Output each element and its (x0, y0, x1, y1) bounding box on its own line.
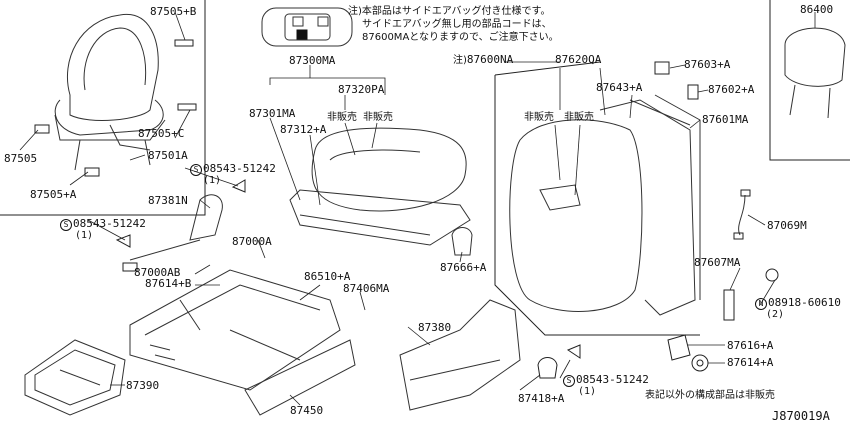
bracket-icon (723, 289, 735, 321)
part-label-87390[interactable]: 87390 (126, 379, 160, 392)
screw-symbol: S (563, 375, 575, 387)
vehicle-marked-seat (296, 29, 308, 40)
part-label-87643A[interactable]: 87643+A (596, 81, 643, 94)
part-label-87312A[interactable]: 87312+A (280, 123, 327, 136)
side-cover-sketch (399, 299, 521, 411)
clip-sketch (451, 227, 473, 256)
nut-symbol: N (755, 298, 767, 310)
cap-87505B-icon (174, 39, 194, 47)
inset-border (0, 0, 206, 216)
not-for-sale-label-4: 非販売 (564, 112, 594, 123)
cover-87616-icon (667, 334, 691, 361)
clip-87603-icon (654, 61, 670, 75)
part-label-87000A[interactable]: 87000A (232, 235, 272, 248)
part-label-87505C[interactable]: 87505+C (138, 127, 185, 140)
part-label-87505B[interactable]: 87505+B (150, 5, 197, 18)
seat-frame-sketch (129, 194, 356, 416)
seat-cushion-sketch (289, 127, 471, 246)
not-for-sale-label-2: 非販売 (363, 112, 393, 123)
nut-icon (765, 268, 779, 282)
part-qty-08543-a: (1) (203, 175, 222, 186)
leader-lines (19, 11, 816, 406)
note-line-1: 本部品はサイドエアバッグ付き仕様です。 (361, 6, 551, 17)
part-label-87603A[interactable]: 87603+A (684, 58, 731, 71)
knob-icon (537, 357, 558, 379)
part-label-87602A[interactable]: 87602+A (708, 83, 755, 96)
screw-symbol: S (190, 164, 202, 176)
part-label-87406MA[interactable]: 87406MA (343, 282, 390, 295)
harness-sketch (738, 194, 746, 236)
cap-87505A-icon (84, 167, 100, 177)
part-label-87505[interactable]: 87505 (4, 152, 38, 165)
cover-87000AB-icon (122, 262, 138, 272)
part-label-87418A[interactable]: 87418+A (518, 392, 565, 405)
headrest-border (769, 0, 850, 161)
storage-tray-sketch (24, 339, 126, 416)
part-label-87614B[interactable]: 87614+B (145, 277, 192, 290)
part-label-87505A[interactable]: 87505+A (30, 188, 77, 201)
screw-symbol: S (60, 219, 72, 231)
seatback-sketch (509, 94, 701, 316)
part-qty-08543-b: (1) (75, 230, 94, 241)
part-label-87614A[interactable]: 87614+A (727, 356, 774, 369)
part-label-87501A[interactable]: 87501A (148, 149, 188, 162)
not-for-sale-label-3: 非販売 (524, 112, 554, 123)
note-prefix: 注) (348, 6, 362, 17)
part-label-86510A[interactable]: 86510+A (304, 270, 351, 283)
screw-b-icon (115, 234, 131, 248)
note-line-2: サイドエアバッグ無し用の部品コードは、 (362, 19, 552, 30)
part-qty-08543-c: (1) (578, 386, 597, 397)
vehicle-icon (261, 7, 353, 47)
part-label-86400[interactable]: 86400 (800, 3, 834, 16)
not-for-sale-label-1: 非販売 (327, 112, 357, 123)
part-label-87301MA[interactable]: 87301MA (249, 107, 296, 120)
washer-icon (691, 354, 709, 372)
part-label-87380[interactable]: 87380 (418, 321, 452, 334)
part-label-87666A[interactable]: 87666+A (440, 261, 487, 274)
cap-87505C-icon (177, 103, 197, 111)
clip-87602-icon (687, 84, 699, 100)
part-label-87069M[interactable]: 87069M (767, 219, 807, 232)
headrest-sketch (784, 27, 846, 119)
part-label-87600NA[interactable]: 注)87600NA (453, 53, 514, 67)
screw-a-icon (231, 179, 246, 193)
seatback-group-border (494, 75, 700, 336)
part-label-87320PA[interactable]: 87320PA (338, 83, 385, 96)
part-label-87000AB[interactable]: 87000AB (134, 266, 181, 279)
part-label-87620QA[interactable]: 87620QA (555, 53, 602, 66)
seat-assembly-sketch (54, 14, 166, 171)
diagram-id: J870019A (772, 409, 830, 423)
part-label-87616A[interactable]: 87616+A (727, 339, 774, 352)
part-qty-08918: (2) (766, 309, 785, 320)
airbag-note: 注)本部品はサイドエアバッグ付き仕様です。 サイドエアバッグ無し用の部品コードは… (348, 5, 559, 44)
note-line-3: 87600MAとなりますので、ご注意下さい。 (362, 32, 559, 43)
part-label-87607MA[interactable]: 87607MA (694, 256, 741, 269)
part-label-87601MA[interactable]: 87601MA (702, 113, 749, 126)
part-label-87450[interactable]: 87450 (290, 404, 324, 417)
footer-note: 表記以外の構成部品は非販売 (645, 390, 775, 401)
screw-c-icon (566, 344, 581, 359)
cap-87505-icon (34, 124, 50, 134)
part-label-87381N[interactable]: 87381N (148, 194, 188, 207)
part-label-87300MA[interactable]: 87300MA (289, 54, 336, 67)
